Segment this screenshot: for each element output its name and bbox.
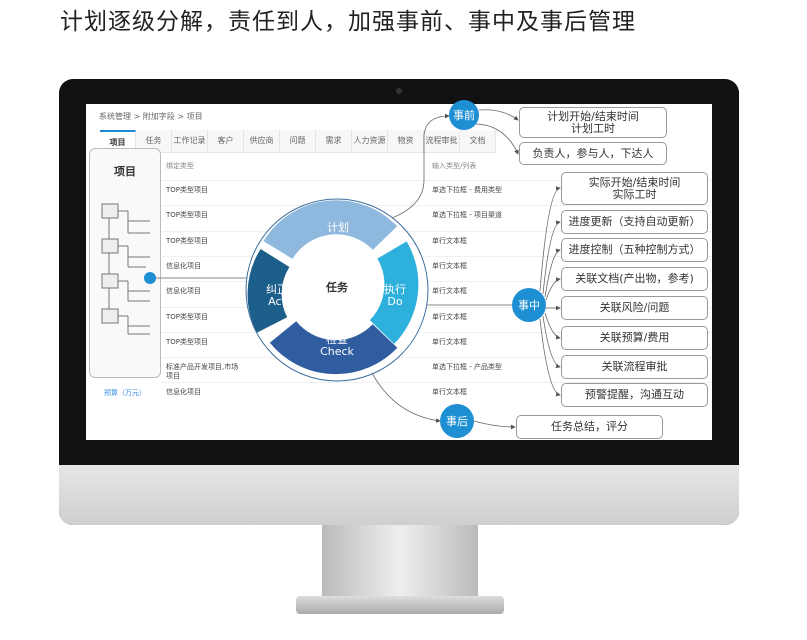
cell-input-type: 单选下拉框 - 产品类型 [432,363,502,372]
tab-2[interactable]: 工作记录 [172,130,208,152]
act-label: 纠正 Act [266,283,288,308]
during-item-box: 预警提醒，沟通互动 [561,383,708,407]
tab-1[interactable]: 任务 [136,130,172,152]
connector-arrows [371,109,561,430]
plan-arc [263,200,398,260]
during-item-box: 进度控制（五种控制方式） [561,238,708,262]
during-item-box: 关联文档(产出物，参考) [561,267,708,291]
during-item-box: 关联流程审批 [561,355,708,379]
cell-bind-type: TOP类型项目 [166,186,209,194]
cell-input-type: 单行文本框 [432,312,467,321]
do-label: 执行 Do [384,283,406,308]
cell-bind-type: 信息化项目 [166,388,201,397]
tab-0[interactable]: 项目 [100,130,136,152]
col-header: 绑定类型 [166,162,194,170]
during-item-box: 关联预算/费用 [561,326,708,350]
cell-bind-type: 信息化项目 [166,287,201,296]
before-item-box: 负责人，参与人，下达人 [519,142,667,165]
cell-bind-type: TOP类型项目 [166,337,209,346]
cell-input-type: 单选下拉框 - 项目渠道 [432,211,502,220]
tab-8[interactable]: 物资 [388,130,424,152]
cell-bind-type: 信息化项目 [166,261,201,270]
row-divider [162,382,712,384]
panel-title: 项目 [114,165,136,178]
row-divider [162,331,712,333]
act-arc [247,248,290,333]
cell-bind-type: TOP类型项目 [166,236,209,245]
project-panel: 项目 [89,148,161,378]
check-label: 检查 Check [320,333,354,358]
tab-4[interactable]: 供应商 [244,130,280,152]
cell-bind-type: TOP类型项目 [166,211,209,220]
row-divider [162,205,712,207]
row-divider [162,180,712,181]
cell-input-type: 单选下拉框 - 费用类型 [432,186,502,194]
plan-label: 计划 Plan [326,221,350,246]
row-divider [162,281,712,283]
phase-before: 事前 [449,100,479,130]
connector-dot [144,272,156,284]
tab-bar: 项目任务工作记录客户供应商问题需求人力资源物资流程审批文档 [100,130,496,153]
row-divider [162,255,712,257]
cycle-center: 任务 [326,281,348,294]
cell-bind-type: 标准产品开发项目,市场项目 [166,363,239,381]
phase-during: 事中 [512,288,546,322]
cell-input-type: 单行文本框 [432,388,467,397]
monitor-base [296,596,504,614]
after-item-box: 任务总结，评分 [516,415,663,439]
row-divider [162,306,712,308]
cell-bind-type: TOP类型项目 [166,312,209,321]
headline: 计划逐级分解，责任到人，加强事前、事中及事后管理 [60,9,636,35]
tree-icon [101,203,150,335]
tab-7[interactable]: 人力资源 [352,130,388,152]
cell-input-type: 单行文本框 [432,236,467,245]
cell-input-type: 单行文本框 [432,261,467,270]
cell-input-type: 单行文本框 [432,287,467,296]
monitor-chin [59,465,739,525]
tab-10[interactable]: 文档 [460,130,496,152]
tab-3[interactable]: 客户 [208,130,244,152]
phase-after: 事后 [440,404,474,438]
tab-5[interactable]: 问题 [280,130,316,152]
row-divider [162,230,712,232]
breadcrumb: 系统管理 > 附加字段 > 项目 [99,112,203,121]
tab-9[interactable]: 流程审批 [424,130,460,152]
during-item-box: 实际开始/结束时间 实际工时 [561,172,708,205]
during-item-box: 关联风险/问题 [561,296,708,320]
monitor-stand [322,525,478,603]
check-arc [269,320,398,375]
camera [396,88,402,94]
before-item-box: 计划开始/结束时间 计划工时 [519,107,667,138]
row-divider [162,357,712,359]
during-item-box: 进度更新（支持自动更新） [561,210,708,234]
col-header: 输入类型/列表 [432,162,477,170]
budget-label: 预算（万元） [104,389,146,397]
tab-6[interactable]: 需求 [316,130,352,152]
cell-input-type: 单行文本框 [432,337,467,346]
do-arc [369,241,419,344]
